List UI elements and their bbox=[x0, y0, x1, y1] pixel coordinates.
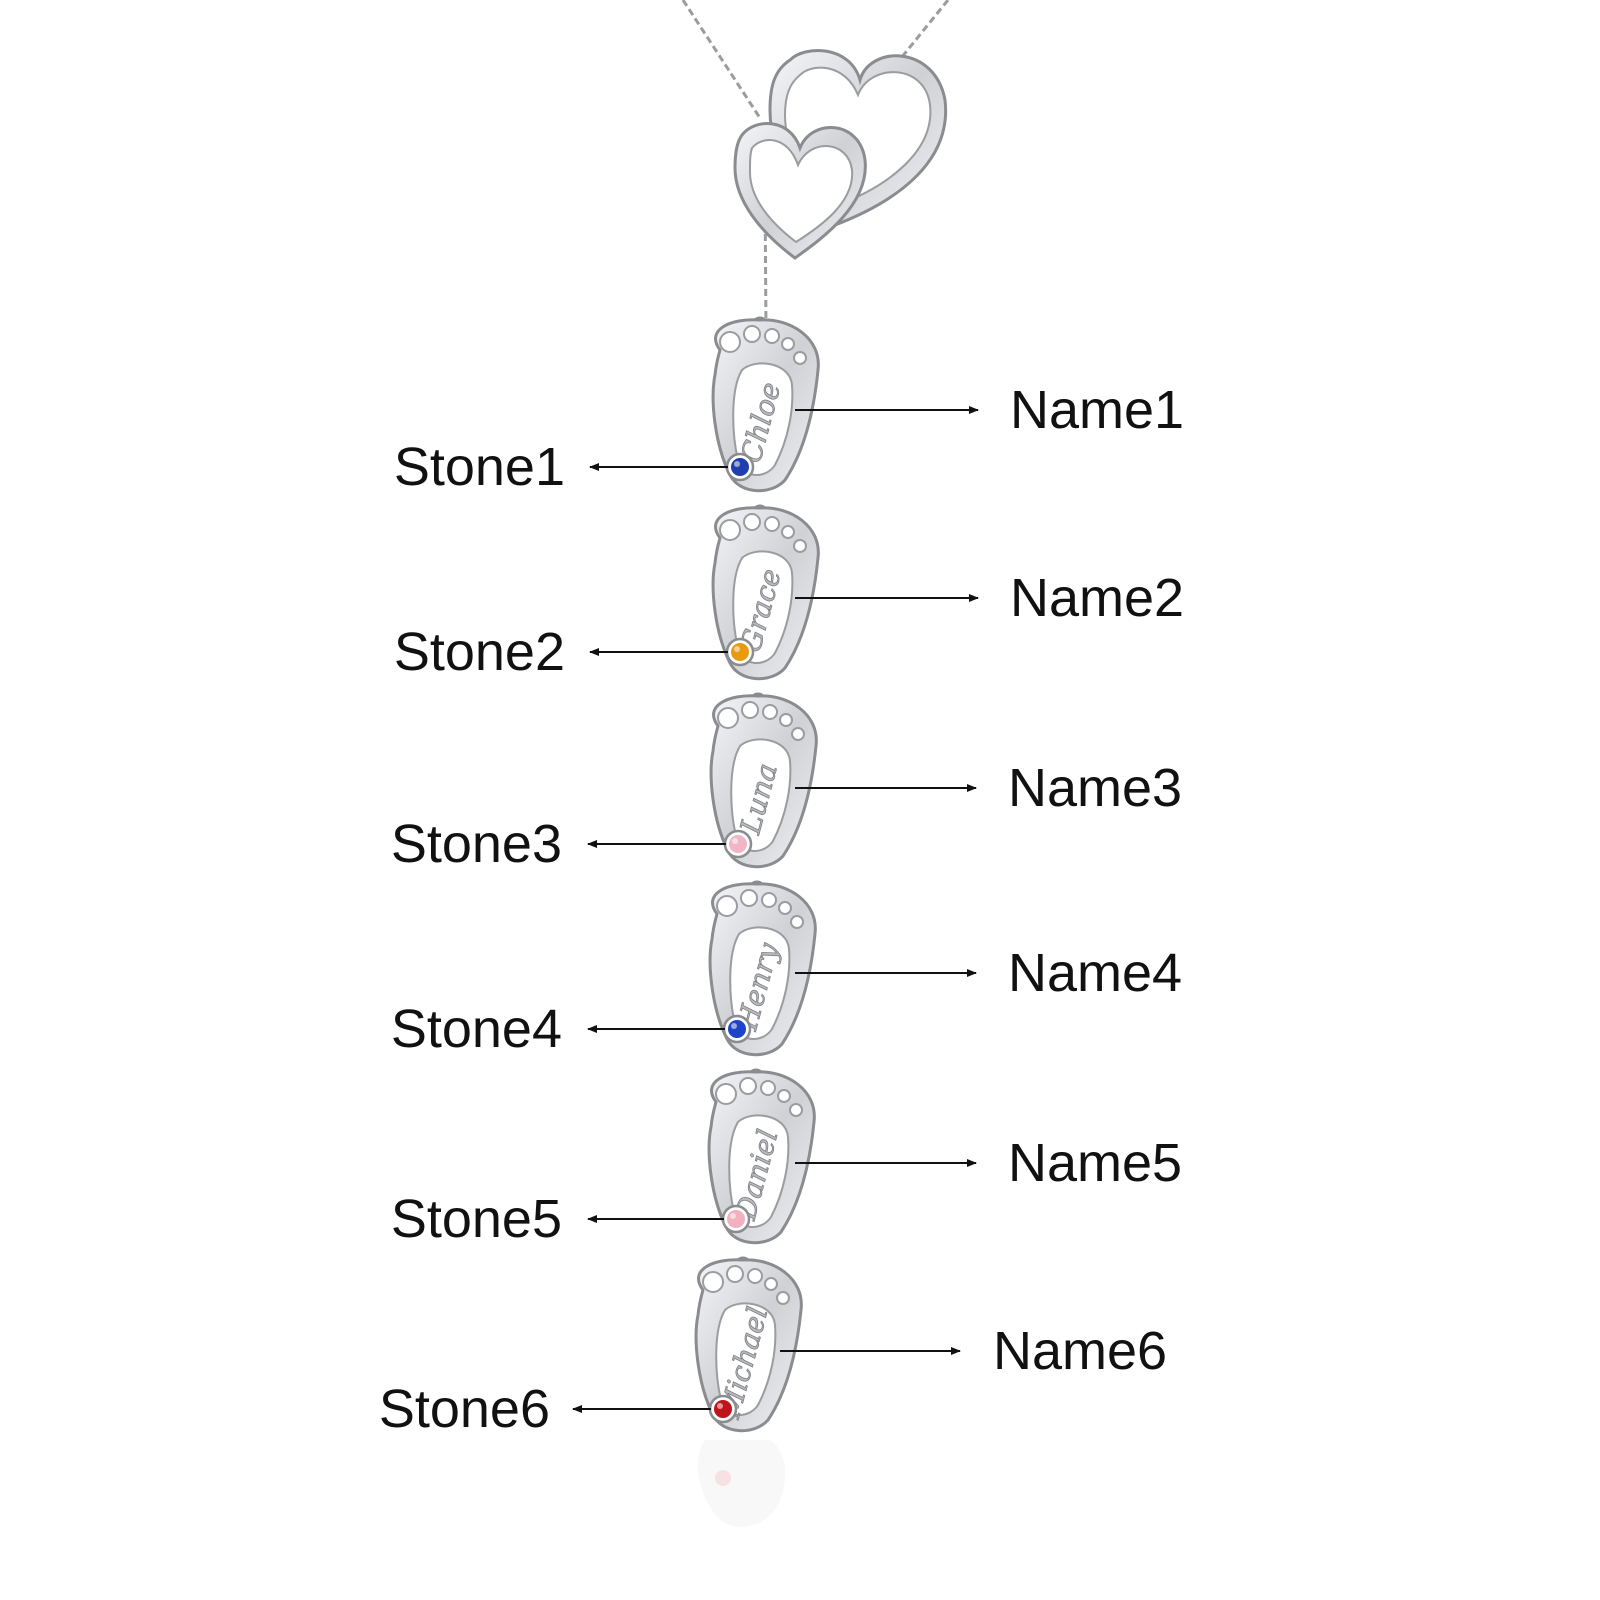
baby-foot-charm: Grace bbox=[711, 504, 820, 681]
toe-hole bbox=[764, 1277, 778, 1291]
sole-cutout bbox=[730, 738, 792, 852]
toe-hole bbox=[715, 1083, 737, 1105]
toe-hole bbox=[717, 707, 739, 729]
stone-label: Stone2 bbox=[394, 622, 565, 682]
birthstone-gem bbox=[728, 1020, 746, 1038]
toe-hole bbox=[743, 325, 761, 343]
toe-hole bbox=[764, 516, 780, 532]
toe-hole bbox=[778, 901, 792, 915]
sole-cutout bbox=[732, 550, 794, 664]
callouts-group: Name1Stone1Name2Stone2Name3Stone3Name4St… bbox=[379, 380, 1184, 1439]
toe-hole bbox=[726, 1265, 744, 1283]
baby-foot-charm: Luna bbox=[709, 692, 818, 869]
toe-hole bbox=[741, 701, 759, 719]
gem-highlight bbox=[734, 461, 740, 467]
reflection-shape bbox=[697, 1440, 786, 1528]
name-label: Name3 bbox=[1008, 758, 1182, 818]
charm-reflection bbox=[697, 1440, 786, 1528]
birthstone-gem bbox=[727, 1210, 745, 1228]
sole-cutout bbox=[715, 1302, 777, 1416]
toe-hole bbox=[781, 525, 795, 539]
reflection-gem bbox=[715, 1470, 731, 1486]
toe-hole bbox=[777, 1089, 791, 1103]
toe-hole bbox=[781, 337, 795, 351]
sole-cutout bbox=[729, 926, 791, 1040]
toe-hole bbox=[702, 1271, 724, 1293]
stone-label: Stone1 bbox=[394, 437, 565, 497]
name-label: Name5 bbox=[1008, 1133, 1182, 1193]
toe-hole bbox=[719, 519, 741, 541]
toe-hole bbox=[743, 513, 761, 531]
toe-hole bbox=[716, 895, 738, 917]
stone-label: Stone4 bbox=[391, 999, 562, 1059]
toe-hole bbox=[761, 892, 777, 908]
birthstone-gem bbox=[731, 458, 749, 476]
birthstone-gem bbox=[729, 835, 747, 853]
baby-foot-charm: Henry bbox=[708, 880, 817, 1057]
gem-highlight bbox=[732, 838, 738, 844]
toe-hole bbox=[719, 331, 741, 353]
toe-hole bbox=[779, 713, 793, 727]
toe-hole bbox=[747, 1268, 763, 1284]
gem-highlight bbox=[731, 1023, 737, 1029]
toe-hole bbox=[764, 328, 780, 344]
gem-highlight bbox=[717, 1403, 723, 1409]
gem-highlight bbox=[730, 1213, 736, 1219]
toe-hole bbox=[790, 915, 804, 929]
toe-hole bbox=[740, 889, 758, 907]
toe-hole bbox=[762, 704, 778, 720]
toe-hole bbox=[793, 539, 807, 553]
name-label: Name4 bbox=[1008, 943, 1182, 1003]
baby-foot-charm: Daniel bbox=[707, 1068, 816, 1245]
baby-foot-charm: Michael bbox=[694, 1256, 803, 1433]
toe-hole bbox=[776, 1291, 790, 1305]
double-heart-pendant bbox=[733, 49, 948, 260]
name-label: Name1 bbox=[1010, 380, 1184, 440]
gem-highlight bbox=[734, 646, 740, 652]
toe-hole bbox=[739, 1077, 757, 1095]
name-label: Name2 bbox=[1010, 568, 1184, 628]
toe-hole bbox=[791, 727, 805, 741]
toe-hole bbox=[793, 351, 807, 365]
baby-foot-charm: Chloe bbox=[711, 316, 820, 493]
toe-hole bbox=[760, 1080, 776, 1096]
stone-label: Stone5 bbox=[391, 1189, 562, 1249]
stone-label: Stone3 bbox=[391, 814, 562, 874]
name-label: Name6 bbox=[993, 1321, 1167, 1381]
birthstone-gem bbox=[714, 1400, 732, 1418]
sole-cutout bbox=[728, 1114, 790, 1228]
birthstone-gem bbox=[731, 643, 749, 661]
sole-cutout bbox=[732, 362, 794, 476]
stone-label: Stone6 bbox=[379, 1379, 550, 1439]
toe-hole bbox=[789, 1103, 803, 1117]
